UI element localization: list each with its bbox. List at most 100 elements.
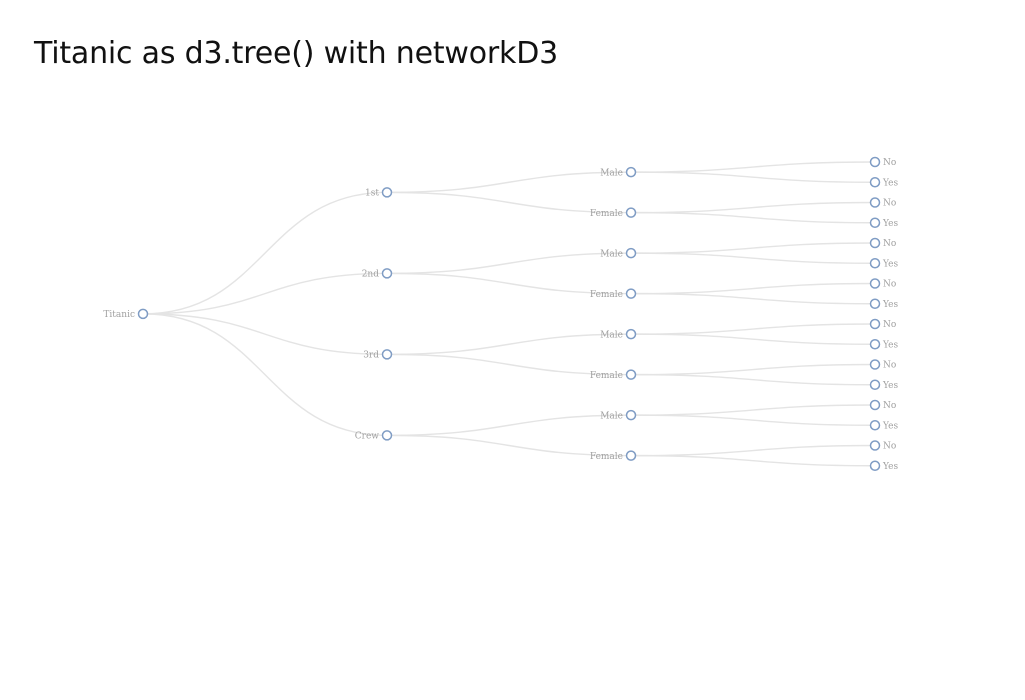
tree-nodes: Titanic1stMaleNoYesFemaleNoYes2ndMaleNoY… — [103, 156, 899, 472]
tree-link — [630, 373, 876, 386]
tree-node-male[interactable]: Male — [600, 409, 637, 422]
tree-node-1st[interactable]: 1st — [365, 187, 393, 199]
tree-node-label: No — [883, 442, 896, 452]
tree-link — [386, 434, 632, 457]
tree-node-circle[interactable] — [625, 166, 637, 178]
tree-node-yes[interactable]: Yes — [869, 420, 899, 432]
tree-node-label: No — [883, 361, 896, 371]
tree-node-label: 2nd — [362, 270, 380, 280]
tree-node-no[interactable]: No — [869, 318, 897, 331]
tree-node-circle[interactable] — [625, 247, 637, 259]
tree-link — [630, 252, 876, 264]
tree-link — [630, 201, 876, 214]
tree-node-circle[interactable] — [869, 440, 881, 451]
tree-node-circle[interactable] — [869, 379, 881, 390]
tree-node-circle[interactable] — [625, 328, 637, 340]
tree-node-circle[interactable] — [869, 197, 881, 208]
tree-node-no[interactable]: No — [869, 197, 897, 209]
tree-node-label: Female — [590, 452, 623, 462]
tree-node-female[interactable]: Female — [590, 369, 637, 381]
tree-node-circle[interactable] — [137, 308, 149, 320]
tree-node-circle[interactable] — [869, 258, 881, 269]
tree-link — [386, 333, 632, 356]
tree-link — [386, 191, 632, 214]
tree-node-yes[interactable]: Yes — [869, 258, 899, 270]
tree-node-label: No — [883, 280, 896, 290]
tree-node-label: Female — [590, 209, 623, 219]
tree-links — [142, 161, 876, 467]
tree-node-circle[interactable] — [625, 207, 637, 218]
tree-node-label: Yes — [882, 462, 898, 472]
tree-node-circle[interactable] — [869, 156, 881, 168]
tree-link — [630, 414, 876, 426]
tree-node-label: Yes — [882, 300, 898, 310]
tree-node-label: No — [883, 239, 896, 249]
tree-node-circle[interactable] — [869, 177, 881, 188]
tree-node-yes[interactable]: Yes — [869, 177, 899, 189]
tree-node-circle[interactable] — [381, 349, 393, 360]
tree-node-2nd[interactable]: 2nd — [362, 268, 393, 280]
tree-node-male[interactable]: Male — [600, 328, 637, 341]
tree-node-circle[interactable] — [625, 369, 637, 380]
tree-node-titanic[interactable]: Titanic — [103, 308, 149, 320]
tree-node-circle[interactable] — [869, 217, 881, 228]
tree-node-label: Yes — [882, 381, 898, 391]
tree-link — [142, 313, 388, 356]
tree-link — [630, 444, 876, 457]
tree-node-no[interactable]: No — [869, 237, 897, 250]
tree-link — [142, 272, 388, 315]
tree-node-no[interactable]: No — [869, 278, 897, 290]
tree-node-circle[interactable] — [625, 450, 637, 461]
tree-link — [630, 454, 876, 467]
tree-node-no[interactable]: No — [869, 440, 897, 452]
tree-node-yes[interactable]: Yes — [869, 217, 899, 229]
tree-node-circle[interactable] — [869, 359, 881, 370]
tree-node-label: Male — [600, 330, 623, 340]
tree-node-label: Male — [600, 249, 623, 259]
tree-link — [630, 282, 876, 295]
tree-link — [630, 404, 876, 416]
tree-node-circle[interactable] — [869, 339, 881, 350]
tree-node-female[interactable]: Female — [590, 207, 637, 219]
tree-node-female[interactable]: Female — [590, 450, 637, 462]
tree-node-circle[interactable] — [869, 399, 881, 411]
tree-node-circle[interactable] — [381, 268, 393, 279]
tree-node-no[interactable]: No — [869, 156, 897, 169]
tree-node-label: Female — [590, 290, 623, 300]
tree-node-crew[interactable]: Crew — [355, 430, 393, 442]
tree-link — [630, 211, 876, 224]
tree-node-circle[interactable] — [625, 288, 637, 299]
tree-node-no[interactable]: No — [869, 359, 897, 371]
tree-link — [630, 333, 876, 345]
tree-link — [386, 252, 632, 275]
tree-node-label: Yes — [882, 259, 898, 269]
tree-node-label: No — [883, 401, 896, 411]
tree-link — [386, 171, 632, 194]
tree-node-label: Yes — [882, 178, 898, 188]
tree-node-male[interactable]: Male — [600, 166, 637, 179]
tree-node-female[interactable]: Female — [590, 288, 637, 300]
tree-node-no[interactable]: No — [869, 399, 897, 412]
tree-node-circle[interactable] — [869, 460, 881, 471]
tree-node-yes[interactable]: Yes — [869, 298, 899, 310]
tree-link — [630, 171, 876, 183]
tree-node-circle[interactable] — [381, 430, 393, 441]
tree-node-label: No — [883, 199, 896, 209]
tree-node-label: Titanic — [103, 310, 135, 320]
tree-node-circle[interactable] — [869, 237, 881, 249]
tree-node-yes[interactable]: Yes — [869, 379, 899, 391]
tree-link — [630, 161, 876, 173]
tree-node-circle[interactable] — [625, 409, 637, 421]
tree-node-circle[interactable] — [869, 298, 881, 309]
tree-node-yes[interactable]: Yes — [869, 460, 899, 472]
tree-node-circle[interactable] — [869, 278, 881, 289]
tree-link — [142, 191, 388, 315]
tree-node-yes[interactable]: Yes — [869, 339, 899, 351]
tree-node-3rd[interactable]: 3rd — [363, 349, 393, 361]
tree-node-circle[interactable] — [869, 318, 881, 330]
tree-node-label: Yes — [882, 340, 898, 350]
tree-node-circle[interactable] — [869, 420, 881, 431]
tree-node-male[interactable]: Male — [600, 247, 637, 260]
tree-node-circle[interactable] — [381, 187, 393, 198]
tree-node-label: Crew — [355, 432, 380, 442]
